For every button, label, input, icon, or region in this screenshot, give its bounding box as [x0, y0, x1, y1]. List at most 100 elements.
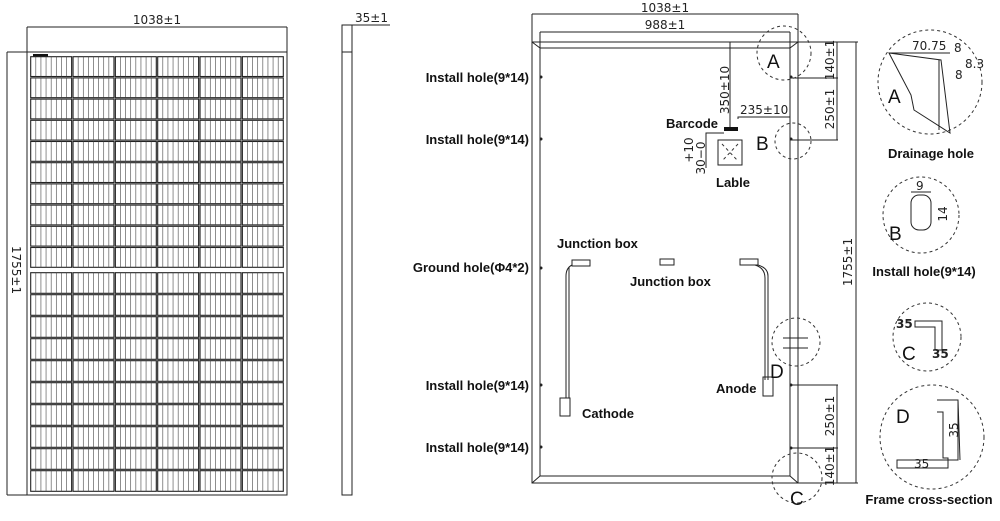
solar-cell	[199, 98, 242, 120]
front-height-dim: 1755±1	[9, 246, 23, 294]
solar-cell	[241, 426, 284, 448]
solar-cell	[114, 294, 157, 316]
solar-cell	[30, 272, 73, 294]
solar-cell	[114, 119, 157, 141]
solar-cell	[199, 338, 242, 360]
solar-cell	[72, 140, 115, 162]
dim-30: 30−0	[694, 142, 708, 175]
solar-cell	[157, 140, 200, 162]
solar-cell	[157, 204, 200, 226]
dim-plus10: +10	[682, 137, 696, 162]
solar-cell	[114, 338, 157, 360]
solar-cell	[199, 246, 242, 268]
side-thickness-dim: 35±1	[355, 11, 388, 25]
solar-cell	[157, 360, 200, 382]
detail-a-dim-4: 8	[955, 68, 963, 82]
cell-grid	[30, 56, 284, 492]
solar-cell	[114, 316, 157, 338]
marker-a: A	[767, 52, 780, 73]
solar-cell	[241, 272, 284, 294]
solar-cell	[114, 272, 157, 294]
solar-cell	[114, 225, 157, 247]
solar-cell	[30, 162, 73, 184]
solar-cell	[241, 316, 284, 338]
solar-cell	[30, 294, 73, 316]
solar-cell	[72, 404, 115, 426]
solar-cell	[241, 77, 284, 99]
solar-cell	[114, 360, 157, 382]
solar-cell	[157, 316, 200, 338]
detail-a-dim-1: 70.75	[912, 39, 946, 53]
dim-350: 350±10	[718, 66, 732, 114]
solar-cell	[114, 56, 157, 78]
dim-bottom-140: 140±1	[823, 446, 837, 487]
solar-cell	[72, 470, 115, 492]
solar-cell	[30, 140, 73, 162]
solar-cell	[199, 272, 242, 294]
solar-cell	[241, 404, 284, 426]
solar-cell	[114, 140, 157, 162]
solar-cell	[114, 183, 157, 205]
solar-cell	[114, 382, 157, 404]
solar-cell	[72, 294, 115, 316]
solar-cell	[241, 140, 284, 162]
solar-cell	[199, 204, 242, 226]
solar-cell	[30, 246, 73, 268]
solar-cell	[114, 77, 157, 99]
back-width-outer-dim: 1038±1	[641, 1, 689, 15]
solar-cell	[114, 246, 157, 268]
detail-d-caption: Frame cross-section	[865, 492, 992, 507]
detail-d-dim-w: 35	[914, 457, 929, 471]
solar-cell	[114, 404, 157, 426]
marker-c: C	[790, 489, 804, 510]
solar-cell	[157, 183, 200, 205]
solar-cell	[72, 119, 115, 141]
solar-cell	[72, 225, 115, 247]
detail-b-dim-h: 14	[936, 206, 950, 221]
solar-cell	[157, 470, 200, 492]
solar-cell	[72, 382, 115, 404]
solar-cell	[72, 360, 115, 382]
junction-box-left-label: Junction box	[557, 236, 639, 251]
solar-cell	[241, 119, 284, 141]
marker-b: B	[756, 134, 769, 155]
solar-cell	[157, 294, 200, 316]
solar-cell	[30, 98, 73, 120]
detail-c: 35 35 C	[892, 302, 962, 372]
solar-cell	[157, 404, 200, 426]
solar-cell	[30, 204, 73, 226]
solar-cell	[157, 426, 200, 448]
solar-cell	[199, 140, 242, 162]
back-view: 1038±1 988±1 1755±1 140±1 250±1 250±1 14…	[413, 1, 858, 510]
solar-cell	[241, 56, 284, 78]
solar-cell	[72, 204, 115, 226]
solar-cell	[72, 316, 115, 338]
solar-cell	[72, 56, 115, 78]
solar-cell	[199, 119, 242, 141]
solar-cell	[30, 338, 73, 360]
solar-cell	[157, 77, 200, 99]
solar-cell	[199, 360, 242, 382]
solar-cell	[241, 183, 284, 205]
solar-cell	[114, 204, 157, 226]
solar-cell	[30, 119, 73, 141]
solar-cell	[72, 338, 115, 360]
solar-cell	[199, 225, 242, 247]
solar-cell	[72, 246, 115, 268]
solar-cell	[114, 98, 157, 120]
detail-d-letter: D	[896, 407, 910, 428]
solar-cell	[157, 382, 200, 404]
back-height-dim: 1755±1	[841, 238, 855, 286]
lable-label: Lable	[716, 175, 750, 190]
solar-cell	[72, 98, 115, 120]
solar-cell	[199, 382, 242, 404]
solar-cell	[241, 470, 284, 492]
install-hole-label-2: Install hole(9*14)	[426, 132, 529, 147]
solar-cell	[241, 360, 284, 382]
solar-cell	[114, 448, 157, 470]
solar-cell	[199, 77, 242, 99]
back-width-inner-dim: 988±1	[645, 18, 686, 32]
solar-cell	[157, 98, 200, 120]
solar-cell	[241, 294, 284, 316]
